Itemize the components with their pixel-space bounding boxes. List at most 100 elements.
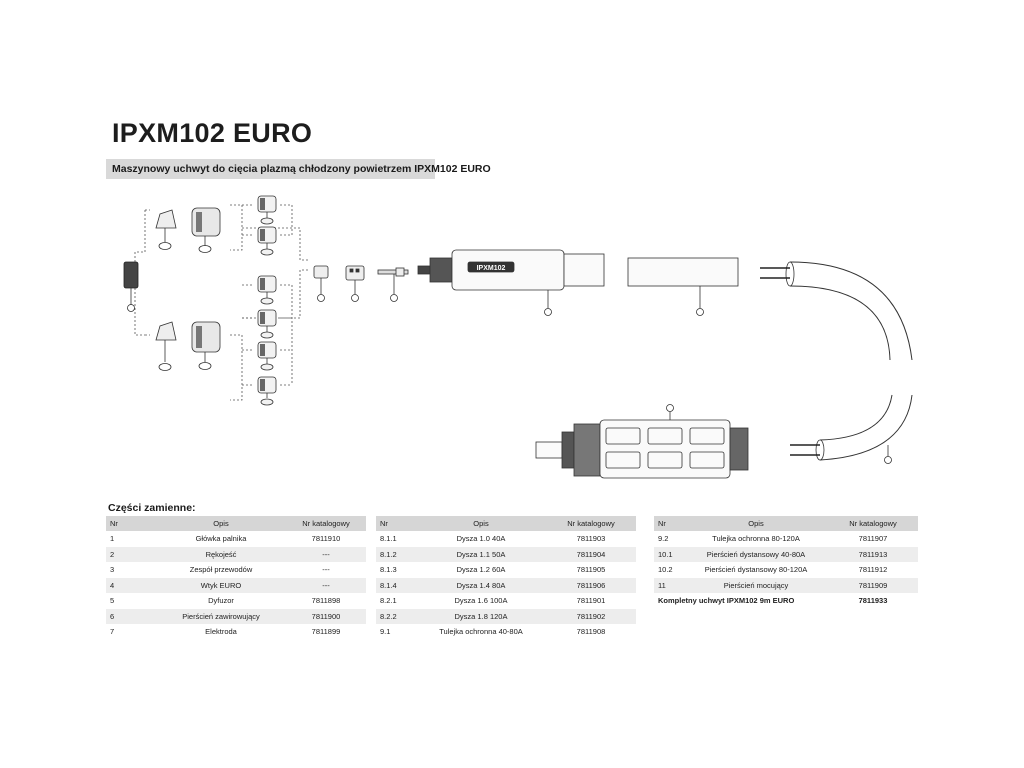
cell-katalog: 7811899 [311,627,341,637]
cell-nr: 8.2.2 [376,608,416,624]
cell-opis: Zespół przewodów [189,565,253,575]
cell-katalog: 7811900 [286,608,366,624]
parts-table-3: Nr Opis Nr katalogowy 9.2 Tulejka ochronn… [654,516,918,609]
col-header-opis: Opis [684,516,828,531]
cell-opis: Wtyk EURO [156,577,286,593]
cell-nr: 4 [106,577,156,593]
cell-opis: Dysza 1.4 80A [416,577,546,593]
cell-nr: 8.1.2 [376,546,416,562]
cell-katalog: --- [322,565,330,575]
cell-opis: Dyfuzor [208,596,234,606]
table-row: 7 Elektroda 7811899 [106,624,366,640]
diffuser-part [377,267,409,302]
table-row: 8.1.3 Dysza 1.2 60A 7811905 [376,562,636,578]
page-title: IPXM102 EURO [112,118,313,148]
cell-nr: 8.1.1 [380,534,397,544]
table-row: 1 Główka palnika 7811910 [106,531,366,547]
cell-katalog: 7811907 [858,534,888,544]
col-header-katalog: Nr katalogowy [828,516,918,531]
hose-assembly [760,261,913,464]
col-header-opis: Opis [156,516,286,531]
parts-heading: Części zamienne: [108,502,196,514]
cell-total-opis: Kompletny uchwyt IPXM102 9m EURO [658,596,795,606]
cell-katalog: 7811903 [576,534,606,544]
parts-table-1: Nr Opis Nr katalogowy 1 Główka palnika 781… [106,516,366,640]
nozzle-parts [257,195,277,406]
cell-katalog: 7811898 [311,596,341,606]
euro-connector [535,404,749,479]
col-header-katalog: Nr katalogowy [546,516,636,531]
cell-opis: Rękojeść [156,546,286,562]
torch-label: IPXM102 [477,265,506,272]
col-header-katalog: Nr katalogowy [286,516,366,531]
cell-opis: Główka palnika [195,534,247,544]
col-header-nr: Nr [654,516,684,531]
exploded-parts-diagram: IPXM102 [123,195,913,479]
cell-opis: Dysza 1.8 120A [416,608,546,624]
cell-nr: 5 [110,596,115,606]
cell-katalog: 7811910 [311,534,341,544]
cell-opis: Dysza 1.1 50A [416,546,546,562]
cell-opis: Pierścień dystansowy 40-80A [684,546,828,562]
retaining-cap-top [191,207,221,253]
cell-nr: 9.1 [380,627,391,637]
cell-nr: 11 [654,577,684,593]
cell-nr: 7 [110,627,115,637]
cell-nr: 8.2.1 [380,596,397,606]
cell-katalog: 7811905 [576,565,606,575]
electrode-part [313,265,329,302]
cell-nr: 6 [106,608,156,624]
cell-katalog: 7811908 [576,627,606,637]
cell-nr: 10.1 [654,546,684,562]
cell-opis: Dysza 1.2 60A [456,565,506,575]
cell-katalog: 7811904 [546,546,636,562]
table-row-total: Kompletny uchwyt IPXM102 9m EURO 7811933 [654,593,918,609]
cell-opis: Pierścień mocujący [684,577,828,593]
cell-nr: 2 [106,546,156,562]
cell-nr: 9.2 [658,534,669,544]
table-row: 5 Dyfuzor 7811898 [106,593,366,609]
cell-katalog: 7811909 [828,577,918,593]
fixing-ring-part [123,261,139,312]
cell-katalog: 7811906 [546,577,636,593]
shield-cup-top [155,209,177,250]
cell-opis: Tulejka ochronna 80-120A [712,534,800,544]
cell-opis: Pierścień zawirowujący [156,608,286,624]
cell-nr: 8.1.4 [376,577,416,593]
cable-sleeve [627,257,739,316]
cell-katalog: --- [286,546,366,562]
cell-katalog: 7811902 [546,608,636,624]
cell-opis: Dysza 1.0 40A [456,534,506,544]
cell-katalog: 7811912 [858,565,888,575]
cell-nr: 1 [110,534,115,544]
table-row: 9.2 Tulejka ochronna 80-120A 7811907 [654,531,918,547]
swirl-ring-part [345,265,365,302]
table-row: 3 Zespół przewodów --- [106,562,366,578]
table-row: 8.1.1 Dysza 1.0 40A 7811903 [376,531,636,547]
cell-katalog: --- [286,577,366,593]
cell-nr: 10.2 [658,565,673,575]
torch-body [417,249,605,316]
subtitle-bar: Maszynowy uchwyt do cięcia plazmą chłodz… [106,159,491,179]
col-header-nr: Nr [106,516,156,531]
col-header-opis: Opis [416,516,546,531]
cell-total-katalog: 7811933 [858,596,888,606]
cell-opis: Elektroda [205,627,237,637]
cell-katalog: 7811913 [828,546,918,562]
cell-katalog: 7811901 [576,596,606,606]
retaining-cap-bottom [191,321,221,370]
cell-nr: 3 [110,565,115,575]
connection-lines [134,204,310,401]
cell-nr: 8.1.3 [380,565,397,575]
